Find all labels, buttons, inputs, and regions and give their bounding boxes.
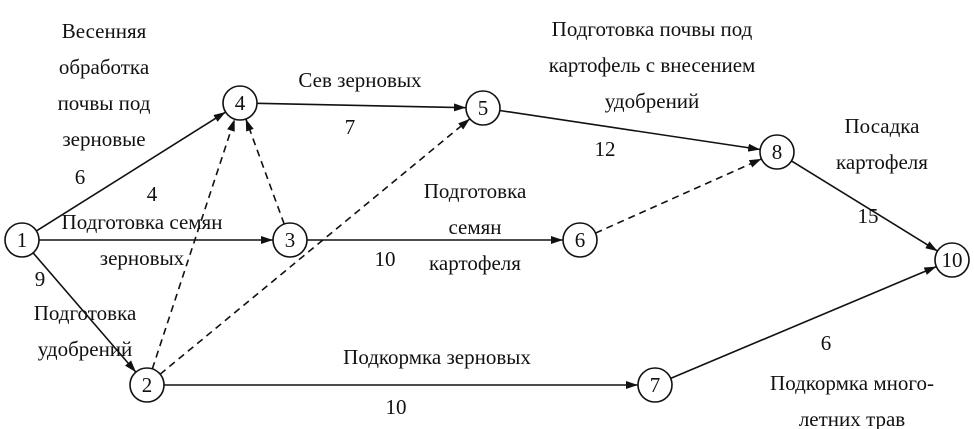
edge-task-label-1-2: удобрений bbox=[38, 337, 133, 361]
edge-duration-8-10: 15 bbox=[858, 204, 879, 228]
node-label: 5 bbox=[478, 96, 489, 120]
edge-task-label-7-10: Подкормка много- bbox=[770, 371, 934, 395]
edge-duration-7-10: 6 bbox=[821, 331, 832, 355]
node-circle bbox=[465, 90, 501, 126]
edge-duration-2-7: 10 bbox=[386, 395, 407, 419]
node-circle bbox=[759, 134, 795, 170]
node-label: 1 bbox=[17, 228, 28, 252]
event-node-8: 8 bbox=[759, 134, 795, 170]
node-circle bbox=[129, 367, 165, 403]
edge-8-10 bbox=[791, 160, 938, 252]
edge-task-label-2-7: Подкормка зерновых bbox=[343, 345, 531, 369]
node-label: 7 bbox=[650, 373, 661, 397]
node-label: 2 bbox=[142, 373, 153, 397]
edge-1-2 bbox=[32, 252, 137, 373]
edge-duration-4-5: 7 bbox=[345, 115, 356, 139]
edge-duration-5-8: 12 bbox=[595, 137, 616, 161]
dummy-edge-3-4 bbox=[245, 118, 285, 225]
edge-4-5 bbox=[256, 102, 467, 112]
node-label: 10 bbox=[942, 248, 963, 272]
edge-task-label-1-4: обработка bbox=[59, 55, 150, 79]
event-node-5: 5 bbox=[465, 90, 501, 126]
event-node-4: 4 bbox=[222, 85, 258, 121]
node-circle bbox=[4, 222, 40, 258]
edge-5-8 bbox=[499, 109, 761, 152]
dummy-edge-2-4 bbox=[151, 118, 236, 370]
event-node-3: 3 bbox=[272, 222, 308, 258]
node-label: 8 bbox=[772, 140, 783, 164]
edge-task-label-8-10: Посадка bbox=[845, 114, 921, 138]
event-node-2: 2 bbox=[129, 367, 165, 403]
edge-task-label-5-8: картофель с внесением bbox=[549, 53, 756, 77]
edge-task-label-5-8: удобрений bbox=[605, 89, 700, 113]
edge-task-label-1-4: Весенняя bbox=[62, 19, 147, 43]
edge-task-label-3-6: картофеля bbox=[429, 251, 521, 275]
edge-task-label-1-4: зерновые bbox=[62, 127, 145, 151]
event-node-7: 7 bbox=[637, 367, 673, 403]
edge-task-label-8-10: картофеля bbox=[836, 150, 928, 174]
node-circle bbox=[562, 222, 598, 258]
event-node-6: 6 bbox=[562, 222, 598, 258]
edge-task-label-3-6: семян bbox=[448, 215, 501, 239]
edge-task-label-1-3: Подготовка семян bbox=[62, 210, 223, 234]
dummy-edge-2-5 bbox=[159, 118, 471, 375]
edge-task-label-1-2: Подготовка bbox=[34, 301, 137, 325]
event-node-1: 1 bbox=[4, 222, 40, 258]
event-node-10: 10 bbox=[934, 242, 970, 278]
edge-task-label-3-6: Подготовка bbox=[424, 179, 527, 203]
edge-task-label-7-10: летних трав bbox=[799, 407, 905, 429]
edge-1-4 bbox=[35, 111, 227, 232]
node-circle bbox=[934, 242, 970, 278]
node-circle bbox=[637, 367, 673, 403]
node-circle bbox=[272, 222, 308, 258]
edge-7-10 bbox=[670, 265, 937, 380]
node-circle bbox=[222, 85, 258, 121]
edge-task-label-1-3: зерновых bbox=[100, 246, 185, 270]
node-label: 6 bbox=[575, 228, 586, 252]
node-label: 3 bbox=[285, 228, 296, 252]
dummy-edge-6-8 bbox=[595, 158, 762, 234]
edge-task-label-4-5: Сев зерновых bbox=[298, 68, 422, 92]
edge-duration-1-4: 6 bbox=[75, 165, 86, 189]
edge-duration-1-3: 4 bbox=[147, 182, 158, 206]
edge-task-label-1-4: почвы под bbox=[58, 91, 151, 115]
node-label: 4 bbox=[235, 91, 246, 115]
edge-duration-1-2: 9 bbox=[35, 267, 46, 291]
edge-task-label-5-8: Подготовка почвы под bbox=[552, 17, 753, 41]
edge-duration-3-6: 10 bbox=[375, 247, 396, 271]
